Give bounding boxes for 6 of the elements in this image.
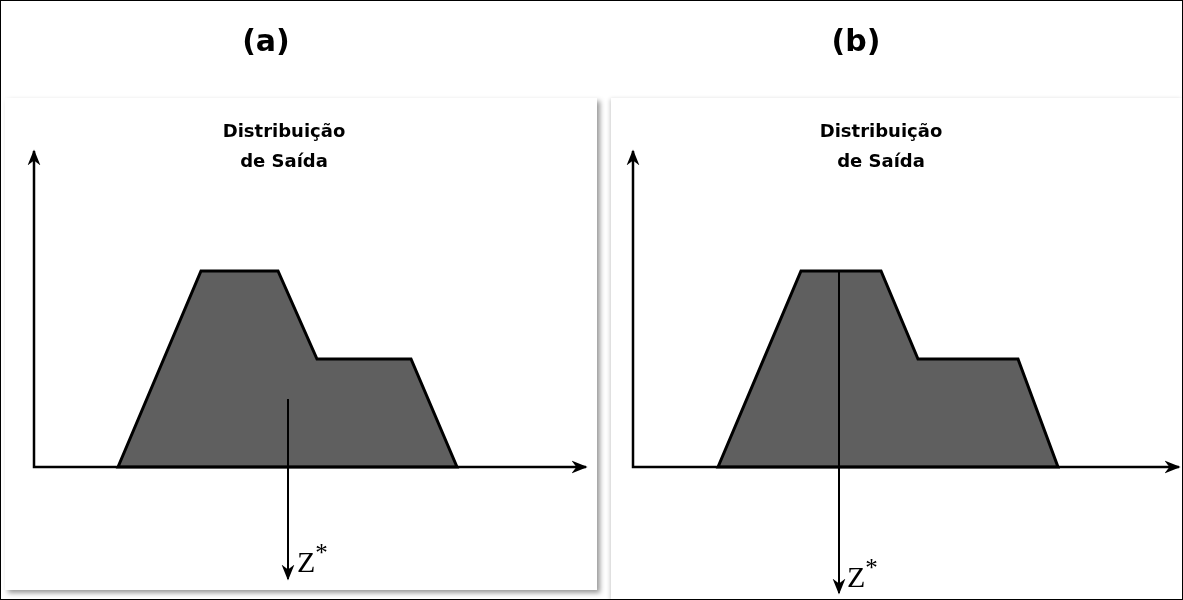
panel-label: (b) bbox=[830, 23, 882, 58]
chart-title: Distribuição de Saída bbox=[221, 119, 347, 173]
axis-label: Z$^{*}$ bbox=[297, 539, 329, 579]
chart-title: Distribuição de Saída bbox=[818, 119, 944, 173]
axis-label: Z$^{*}$ bbox=[847, 554, 879, 594]
panel-label: (a) bbox=[241, 23, 291, 58]
